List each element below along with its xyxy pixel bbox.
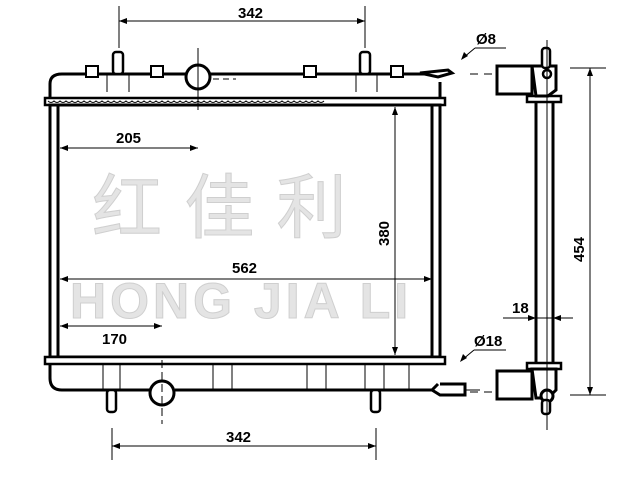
dim-total-height: 454 <box>570 67 606 396</box>
dim-core-thickness: 18 <box>503 300 573 321</box>
dim-outlet-diameter: Ø18 <box>460 333 506 362</box>
watermark-chinese: 红 佳 利 <box>92 167 347 249</box>
dim-outlet-offset-label: 170 <box>102 331 127 348</box>
dim-inlet-diameter-label: Ø8 <box>476 31 496 48</box>
dim-inlet-diameter: Ø8 <box>461 31 506 60</box>
dim-outlet-offset: 170 <box>60 323 162 348</box>
dim-outlet-diameter-label: Ø18 <box>474 333 502 350</box>
dim-top-width: 342 <box>118 5 366 48</box>
top-tank <box>43 48 456 110</box>
dim-bottom-width: 342 <box>111 428 377 460</box>
bottom-tank <box>43 355 480 424</box>
dim-top-width-label: 342 <box>238 5 263 22</box>
dim-core-height: 380 <box>376 107 398 355</box>
dim-inlet-offset-label: 205 <box>116 130 141 147</box>
dim-core-thickness-label: 18 <box>512 300 529 317</box>
dim-core-width: 562 <box>60 260 432 282</box>
watermark-latin: HONG JIA LI <box>70 273 412 329</box>
dim-total-height-label: 454 <box>571 236 588 262</box>
dim-core-width-label: 562 <box>232 260 257 277</box>
dim-core-height-label: 380 <box>376 221 393 246</box>
dim-bottom-width-label: 342 <box>226 429 251 446</box>
dim-inlet-offset: 205 <box>60 130 198 151</box>
side-view <box>470 40 563 430</box>
